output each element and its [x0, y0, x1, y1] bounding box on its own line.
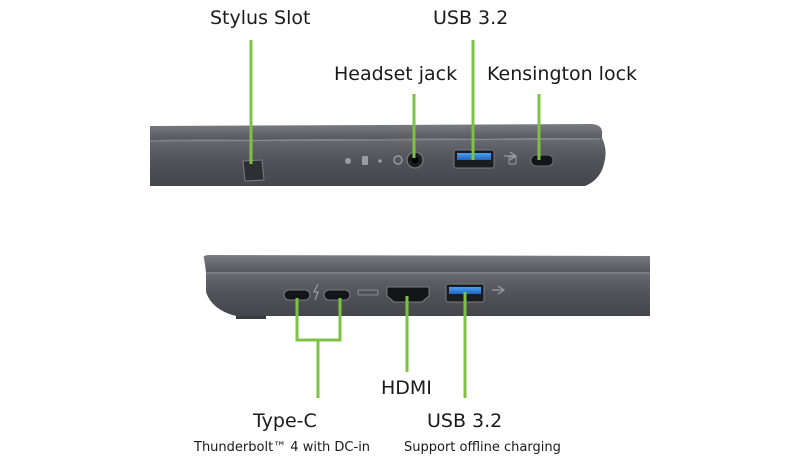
top-leader-lines [249, 40, 541, 164]
leader-type-c [295, 298, 342, 398]
kensington-lock-label: Kensington lock [487, 63, 638, 85]
hdmi-port [386, 286, 430, 303]
type-c-label: Type-C [253, 410, 317, 432]
indicator-icons [345, 155, 403, 165]
usb-bottom-note: Support offline charging [404, 440, 561, 455]
stylus-slot-label: Stylus Slot [210, 7, 311, 29]
usb-top-label: USB 3.2 [433, 7, 509, 29]
lid-top [150, 124, 602, 140]
usb-bottom-label: USB 3.2 [427, 410, 503, 432]
hdmi-label: HDMI [381, 377, 432, 399]
type-c-port-2 [323, 289, 351, 301]
type-c-note: Thunderbolt™ 4 with DC-in [194, 440, 371, 455]
laptop-left-side [203, 255, 650, 319]
stylus-slot-port [242, 159, 265, 182]
headset-jack-label: Headset jack [334, 63, 458, 85]
bottom-leader-lines [295, 292, 467, 398]
kensington-lock-port [530, 154, 554, 167]
lid-bottom [203, 255, 650, 272]
laptop-right-side [149, 124, 606, 186]
thunderbolt-icon [313, 283, 319, 301]
